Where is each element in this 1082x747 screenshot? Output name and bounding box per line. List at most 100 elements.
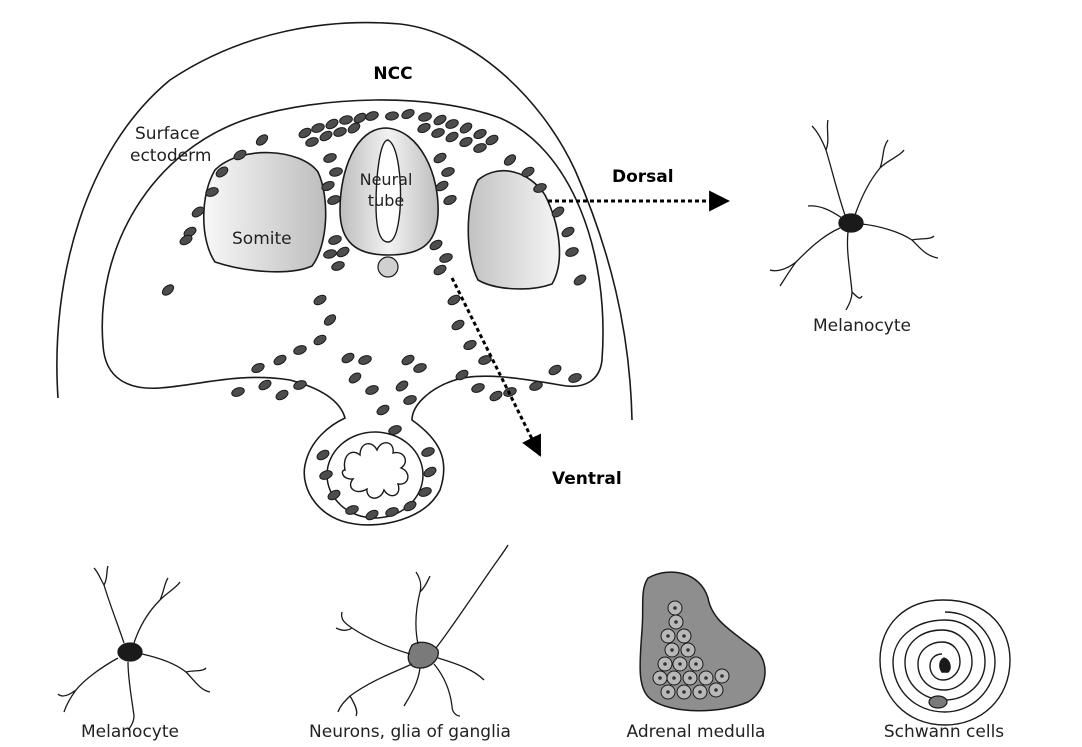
neural-crest-cell	[319, 469, 334, 481]
somite-label: Somite	[232, 229, 292, 249]
chromaffin-nucleus	[663, 662, 667, 666]
neural-crest-cell	[375, 403, 390, 416]
neural-crest-cell	[326, 488, 341, 501]
melanocyte-right-drawing	[770, 120, 938, 310]
derivative-label-schwann-cells: Schwann cells	[884, 722, 1004, 742]
neural-crest-cell	[403, 394, 418, 406]
schwann-cell-drawing	[880, 600, 1010, 725]
neural-crest-cell	[365, 110, 380, 122]
chromaffin-nucleus	[694, 662, 698, 666]
surface-ectoderm-label-line2: ectoderm	[130, 146, 211, 166]
neural-crest-cell	[358, 354, 373, 366]
chromaffin-nucleus	[658, 676, 662, 680]
neural-crest-cell	[488, 389, 503, 402]
neural-crest-cell	[462, 339, 477, 352]
neural-crest-cell	[312, 333, 327, 346]
neural-crest-cell	[254, 133, 269, 147]
derivative-label-adrenal-medulla: Adrenal medulla	[627, 722, 766, 742]
neural-crest-cell	[422, 465, 437, 478]
neural-crest-cell	[445, 118, 460, 130]
chromaffin-nucleus	[686, 648, 690, 652]
neural-crest-cell	[471, 382, 486, 394]
neural-crest-cell	[416, 122, 431, 135]
neural-crest-cell	[444, 130, 459, 143]
neural-crest-cell	[547, 363, 562, 376]
neural-crest-cell	[400, 353, 415, 366]
adrenal-medulla-drawing	[640, 572, 765, 711]
chromaffin-nucleus	[682, 634, 686, 638]
neural-crest-cell	[329, 166, 344, 177]
chromaffin-nucleus	[673, 606, 677, 610]
neural-crest-cell	[446, 293, 461, 306]
neural-crest-cell	[339, 114, 354, 125]
neural-crest-cell	[560, 225, 575, 238]
notochord	[378, 257, 398, 277]
chromaffin-nucleus	[720, 674, 724, 678]
ncc-label: NCC	[373, 64, 412, 84]
neural-crest-cell	[322, 313, 337, 327]
derivative-label-melanocyte: Melanocyte	[81, 722, 179, 742]
neural-crest-cell	[347, 371, 362, 385]
neural-crest-cell	[418, 111, 433, 122]
neural-crest-cell	[274, 388, 289, 401]
neural-crest-cell	[331, 260, 346, 272]
chromaffin-nucleus	[666, 690, 670, 694]
melanocyte-right-label: Melanocyte	[813, 316, 911, 336]
neural-crest-cell	[431, 127, 446, 139]
neural-crest-cell	[572, 273, 587, 287]
neuron-glia-drawing	[336, 545, 508, 716]
derivative-label-neurons-glia: Neurons, glia of ganglia	[309, 722, 511, 742]
neural-crest-cell	[305, 136, 320, 148]
neural-crest-cell	[335, 245, 350, 258]
chromaffin-nucleus	[714, 688, 718, 692]
melanocyte-bottom-drawing	[58, 566, 210, 730]
neural-crest-cell	[333, 126, 348, 138]
neural-crest-cell	[472, 128, 487, 141]
neural-crest-cell	[421, 446, 436, 458]
neural-crest-cell	[473, 142, 488, 154]
neural-crest-cell	[442, 194, 457, 207]
neural-crest-cell	[458, 136, 473, 149]
ventral-label: Ventral	[552, 469, 622, 489]
neural-crest-cell	[394, 379, 409, 393]
neural-crest-cell	[565, 246, 580, 258]
chromaffin-nucleus	[698, 690, 702, 694]
surface-ectoderm-label-line1: Surface	[135, 124, 200, 144]
neural-crest-cell	[323, 248, 338, 259]
chromaffin-nucleus	[704, 676, 708, 680]
neural-crest-cell	[311, 122, 326, 134]
neural-tube-label-line1: Neural	[360, 170, 413, 190]
neural-crest-cell	[160, 283, 175, 297]
neural-crest-cell	[458, 121, 473, 135]
neural-crest-cell	[568, 372, 583, 384]
chromaffin-nucleus	[674, 620, 678, 624]
ventral-arrow	[452, 278, 540, 455]
neural-crest-cell	[272, 353, 287, 366]
neural-crest-cell	[400, 108, 415, 121]
neural-crest-cell	[257, 378, 272, 391]
neural-tube-label-line2: tube	[368, 191, 404, 211]
chromaffin-nucleus	[678, 662, 682, 666]
dorsal-label: Dorsal	[612, 167, 674, 187]
neural-crest-cell	[297, 126, 312, 139]
neural-crest-cell	[413, 362, 428, 374]
neural-crest-cell	[340, 351, 355, 364]
chromaffin-nucleus	[670, 648, 674, 652]
chromaffin-nucleus	[682, 690, 686, 694]
neural-crest-cell	[315, 448, 330, 461]
neural-crest-cell	[365, 384, 380, 396]
chromaffin-nucleus	[688, 676, 692, 680]
chromaffin-nucleus	[672, 676, 676, 680]
neural-crest-cell	[323, 152, 338, 164]
neural-crest-cell	[385, 111, 399, 121]
neural-crest-cell	[231, 386, 246, 398]
neural-crest-cell	[432, 263, 447, 276]
neural-crest-cell	[502, 153, 517, 167]
neural-crest-cell	[364, 508, 379, 521]
neural-crest-cell	[439, 252, 454, 264]
neural-crest-cell	[441, 166, 456, 178]
chromaffin-nucleus	[666, 634, 670, 638]
gut-lumen	[342, 443, 407, 498]
